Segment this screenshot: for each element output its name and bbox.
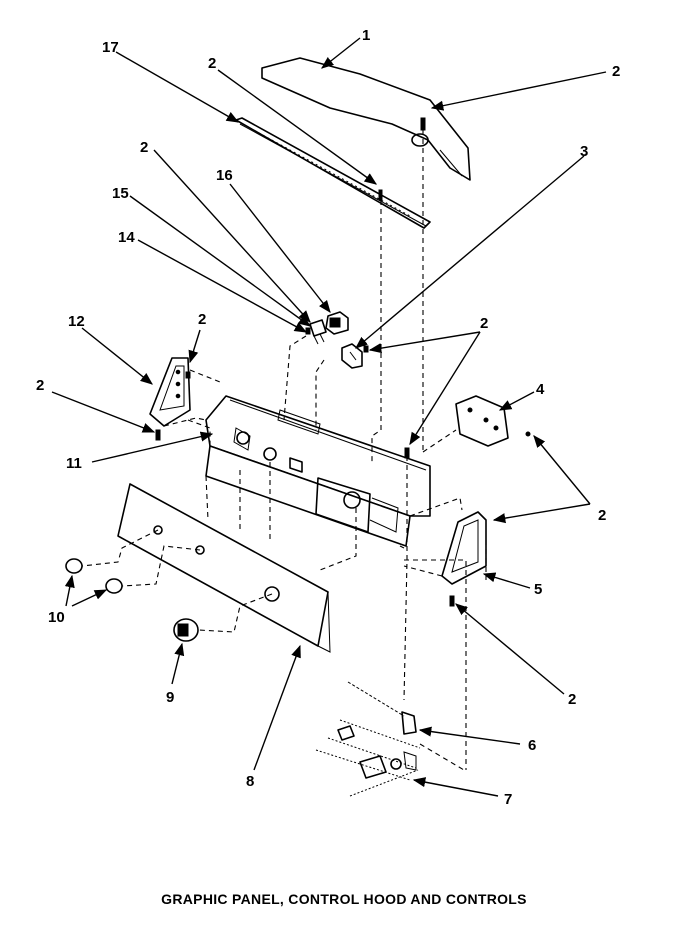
callout-3: 3 xyxy=(580,143,588,160)
callout-2: 2 xyxy=(140,139,148,156)
callout-2: 2 xyxy=(598,507,606,524)
part-3-bracket xyxy=(341,343,363,369)
callout-2: 2 xyxy=(36,377,44,394)
part-8-graphic-panel xyxy=(117,483,331,653)
callout-2: 2 xyxy=(198,311,206,328)
alignment-lines xyxy=(81,130,487,771)
part-6-wire-harness xyxy=(347,681,417,735)
part-11-control-hood xyxy=(205,395,431,547)
part-17-trim-strip xyxy=(235,117,431,229)
part-5-right-end-cap xyxy=(441,511,487,585)
leader-lines xyxy=(51,37,607,797)
part-9-timer-knob xyxy=(173,618,199,642)
screws xyxy=(155,117,531,607)
part-1-top-trim xyxy=(261,57,471,181)
callout-6: 6 xyxy=(528,737,536,754)
callout-12: 12 xyxy=(68,313,85,330)
callout-labels: 1 2 17 2 3 2 16 15 14 12 2 2 2 4 11 2 5 … xyxy=(36,27,620,808)
callout-4: 4 xyxy=(536,381,545,398)
callout-1: 1 xyxy=(362,27,370,44)
callout-8: 8 xyxy=(246,773,254,790)
callout-7: 7 xyxy=(504,791,512,808)
callout-15: 15 xyxy=(112,185,129,202)
part-16-switch xyxy=(325,311,349,335)
callout-11: 11 xyxy=(66,455,82,472)
callout-9: 9 xyxy=(166,689,174,706)
callout-2: 2 xyxy=(208,55,216,72)
callout-2: 2 xyxy=(480,315,488,332)
part-15-switch-terminal xyxy=(309,319,327,345)
callout-10: 10 xyxy=(48,609,65,626)
diagram-caption: GRAPHIC PANEL, CONTROL HOOD AND CONTROLS xyxy=(161,891,527,907)
callout-16: 16 xyxy=(216,167,233,184)
part-7-terminal-block xyxy=(315,719,421,797)
part-10-knobs xyxy=(65,558,123,594)
part-12-left-end-cap xyxy=(149,357,191,427)
part-4-right-bracket xyxy=(455,395,509,447)
callout-17: 17 xyxy=(102,39,119,56)
callout-2: 2 xyxy=(612,63,620,80)
callout-5: 5 xyxy=(534,581,542,598)
callout-14: 14 xyxy=(118,229,135,246)
callout-2: 2 xyxy=(568,691,576,708)
